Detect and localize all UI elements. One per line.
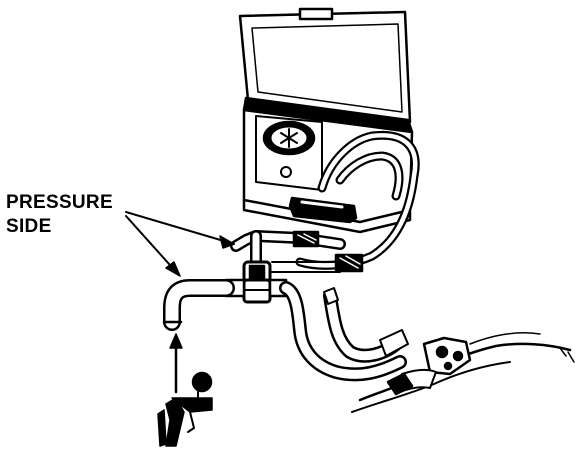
pressure-side-hose (162, 279, 235, 331)
engine-assembly (351, 331, 575, 413)
callout-label-side: SIDE (6, 216, 52, 237)
air-gun-icon (157, 371, 213, 447)
callout-label-pressure: PRESSURE (6, 192, 113, 213)
air-flow-arrow (169, 333, 183, 394)
callout-arrows (125, 211, 235, 277)
tester-case (238, 7, 414, 234)
arrow-to-lower-hose (125, 215, 179, 275)
tee-adapter (224, 260, 288, 304)
engine-hoses (279, 281, 409, 382)
gauge-icon (262, 120, 316, 156)
case-knob (280, 166, 292, 178)
gauge-dial-icon (191, 371, 213, 393)
case-lid (238, 10, 412, 124)
lid-latch (298, 7, 334, 21)
arrow-to-upper-hose (125, 211, 235, 245)
